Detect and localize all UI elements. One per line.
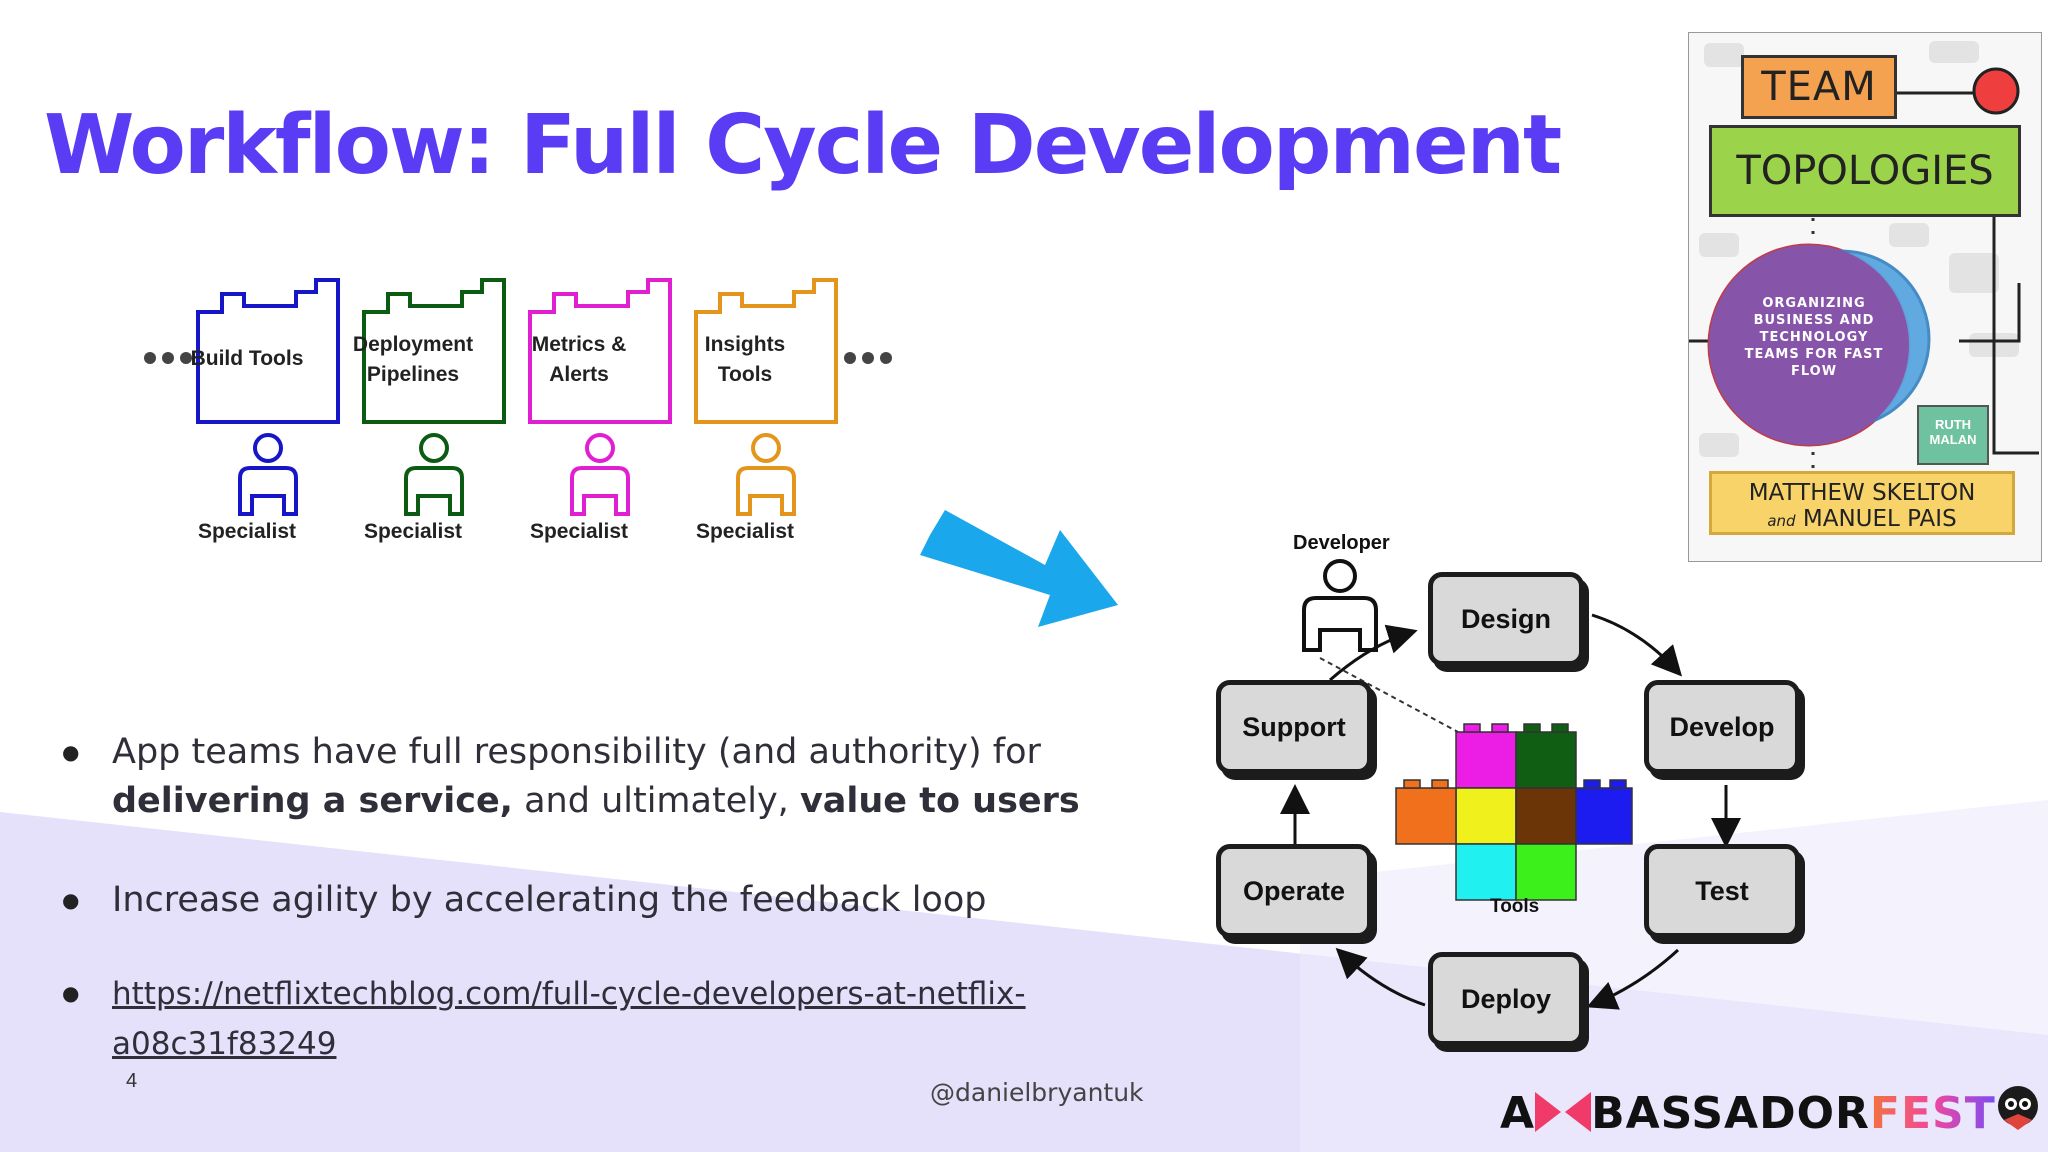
bullet-bold-text: delivering a service, (112, 781, 513, 821)
specialist-person-icon (253, 433, 283, 463)
stage-support: Support (1216, 680, 1372, 774)
book-subtitle-line: FLOW (1790, 364, 1838, 379)
specialist-person-icon (570, 466, 630, 516)
netflix-blog-link[interactable]: https://netflixtechblog.com/full-cycle-d… (112, 976, 1026, 1062)
red-dot-icon (1972, 67, 2020, 115)
book-subtitle: ORGANIZING BUSINESS AND TECHNOLOGY TEAMS… (1744, 295, 1884, 380)
bullet-text: and ultimately, (512, 781, 800, 821)
ellipsis-dot (144, 352, 156, 364)
full-cycle-diagram: Developer Tools Design Develop Test Depl… (1200, 520, 1840, 1060)
tool-box-deployment-pipelines: Deployment Pipelines (338, 330, 488, 390)
stage-deploy: Deploy (1428, 952, 1584, 1046)
stage-develop: Develop (1644, 680, 1800, 774)
specialist-person-icon (751, 433, 781, 463)
tool-label: Metrics & (531, 333, 627, 356)
tool-box-insights-tools: Insights Tools (670, 330, 820, 390)
foreword-line: RUTH (1934, 417, 1972, 432)
specialist-person-icon (585, 433, 615, 463)
tools-label: Tools (1490, 896, 1540, 917)
book-title-team: TEAM (1741, 55, 1897, 119)
bullet-item: Increase agility by accelerating the fee… (62, 876, 1142, 925)
slide-title: Workflow: Full Cycle Development (44, 98, 1562, 193)
page-number: 4 (126, 1070, 138, 1092)
stage-test: Test (1644, 844, 1800, 938)
logo-bowtie-icon (1535, 1092, 1592, 1132)
logo-text: BASSADOR (1591, 1088, 1870, 1139)
tool-label: Deployment (352, 333, 474, 356)
book-subtitle-line: BUSINESS AND (1753, 313, 1875, 328)
tool-box-outline (528, 278, 672, 424)
ambassador-fest-logo: A BASSADORFEST (1500, 1078, 2040, 1139)
logo-text: A (1500, 1088, 1536, 1139)
specialist-strip-graphic (144, 278, 892, 516)
book-subtitle-line: TEAMS FOR FAST (1744, 347, 1884, 362)
book-subtitle-line: TECHNOLOGY (1759, 330, 1869, 345)
specialist-person-icon (419, 433, 449, 463)
developer-label: Developer (1293, 532, 1390, 554)
book-cover-graphic (1689, 41, 2039, 473)
book-foreword-badge: RUTH MALAN (1917, 405, 1989, 465)
tool-box-outline (362, 278, 506, 424)
specialist-strip: Build Tools Deployment Pipelines Metrics… (130, 270, 910, 570)
tool-box-outline (196, 278, 340, 424)
bullet-item: https://netflixtechblog.com/full-cycle-d… (62, 969, 1142, 1069)
book-author: MATTHEW SKELTON (1748, 480, 1976, 506)
tools-blocks-icon (1395, 723, 1633, 901)
specialist-person-icon (736, 466, 796, 516)
bullet-text: Increase agility by accelerating the fee… (112, 880, 987, 920)
cycle-connectors (1280, 559, 1741, 1010)
book-author-line: and MANUEL PAIS (1712, 506, 2012, 534)
logo-text-gradient: FEST (1869, 1088, 1996, 1139)
logo-mascot-icon (1997, 1086, 2038, 1130)
tool-box-build-tools: Build Tools (172, 344, 322, 374)
tool-label: Insights (704, 333, 786, 356)
tool-box-metrics-alerts: Metrics & Alerts (504, 330, 654, 390)
foreword-line: MALAN (1929, 432, 1977, 447)
tool-label: Build Tools (190, 347, 304, 370)
specialist-label: Specialist (695, 520, 795, 543)
specialist-label: Specialist (529, 520, 629, 543)
bullet-list: App teams have full responsibility (and … (62, 728, 1142, 1069)
specialist-label: Specialist (363, 520, 463, 543)
specialist-person-icon (404, 466, 464, 516)
specialist-label: Specialist (197, 520, 297, 543)
book-author: MANUEL PAIS (1802, 506, 1957, 532)
book-authors: MATTHEW SKELTON and MANUEL PAIS (1709, 471, 2015, 535)
twitter-handle: @danielbryantuk (930, 1078, 1144, 1107)
team-topologies-book-cover: TEAM TOPOLOGIES ORGANIZING BUSINESS AND … (1688, 32, 2042, 562)
tool-label: Pipelines (366, 363, 460, 386)
tool-label: Tools (717, 363, 773, 386)
stage-operate: Operate (1216, 844, 1372, 938)
book-author-and: and (1767, 512, 1796, 530)
stage-design: Design (1428, 572, 1584, 666)
tool-box-outline (694, 278, 838, 424)
tool-label: Alerts (549, 363, 609, 386)
book-subtitle-line: ORGANIZING (1762, 296, 1866, 311)
bullet-item: App teams have full responsibility (and … (62, 728, 1142, 826)
transition-arrow-icon (920, 510, 1118, 627)
bullet-text: App teams have full responsibility (and … (112, 732, 1041, 772)
developer-icon (1302, 559, 1378, 652)
book-title-topologies: TOPOLOGIES (1709, 125, 2021, 217)
specialist-person-icon (238, 466, 298, 516)
bullet-bold-text: value to users (799, 781, 1080, 821)
